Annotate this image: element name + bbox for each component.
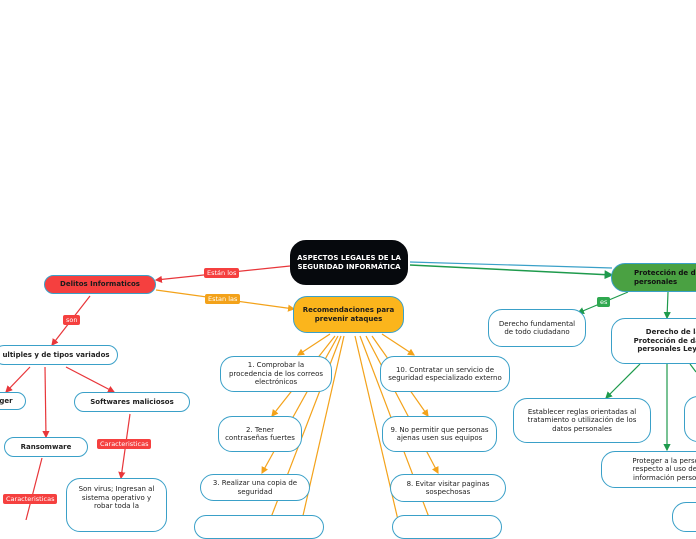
right-partial-node[interactable] bbox=[684, 396, 696, 442]
edge-leyes-right bbox=[689, 363, 696, 373]
ger-text: ger bbox=[0, 396, 13, 405]
recomendaciones-node[interactable]: Recomendaciones para prevenir ataques bbox=[293, 296, 404, 333]
edge-root-proteccion bbox=[409, 264, 614, 280]
derecho-fundamental-text: Derecho fundamental de todo ciudadano bbox=[498, 319, 576, 337]
recomendaciones-title: Recomendaciones para prevenir ataques bbox=[302, 306, 395, 323]
link-label-estan-los: Están los bbox=[204, 268, 240, 278]
proteger-text: Proteger a la persona respecto al uso de… bbox=[632, 456, 696, 482]
ransomware-node[interactable]: Ransomware bbox=[4, 437, 88, 457]
edge-rec-r10 bbox=[381, 333, 416, 356]
proteger-node[interactable]: Proteger a la persona respecto al uso de… bbox=[601, 451, 696, 488]
rec-item-2-text: 2. Tener contraseñas fuertes bbox=[225, 425, 295, 443]
bottom-right-partial-node[interactable] bbox=[672, 502, 696, 532]
ger-node[interactable]: ger bbox=[0, 392, 26, 410]
edge-ransomware-down bbox=[25, 457, 43, 520]
reglas-text: Establecer reglas orientadas al tratamie… bbox=[527, 407, 637, 433]
multiples-text: ultiples y de tipos variados bbox=[2, 350, 110, 359]
rec-item-1-text: 1. Comprobar la procedencia de los corre… bbox=[228, 361, 324, 387]
softwares-text: Softwares maliciosos bbox=[90, 397, 174, 406]
link-label-estan-las: Estan las bbox=[205, 294, 241, 304]
ransomware-text: Ransomware bbox=[20, 442, 72, 451]
edge-multiples-ransomware bbox=[42, 366, 50, 439]
proteccion-title: Protección de datos personales bbox=[634, 269, 696, 286]
rec-item-10[interactable]: 10. Contratar un servicio de seguridad e… bbox=[380, 356, 510, 392]
rec-item-8-text: 8. Evitar visitar paginas sospechosas bbox=[406, 479, 490, 497]
root-node[interactable]: ASPECTOS LEGALES DE LA SEGURIDAD INFORMÁ… bbox=[290, 240, 408, 285]
edge-multiples-softwares bbox=[65, 366, 116, 393]
rec-item-3-text: 3. Realizar una copia de seguridad bbox=[212, 479, 298, 496]
derecho-leyes-text: Derecho de la Protección de datos person… bbox=[633, 328, 696, 354]
rec-item-4-partial[interactable] bbox=[194, 515, 324, 539]
multiples-node[interactable]: ultiples y de tipos variados bbox=[0, 345, 118, 365]
rec-item-8[interactable]: 8. Evitar visitar paginas sospechosas bbox=[390, 474, 506, 502]
link-label-son: son bbox=[63, 315, 81, 325]
edge-root-proteccion-blue bbox=[409, 261, 613, 269]
softwares-maliciosos-node[interactable]: Softwares maliciosos bbox=[74, 392, 190, 412]
caracteristicas-label-2: Caracteristicas bbox=[3, 494, 58, 504]
proteccion-datos-node[interactable]: Protección de datos personales bbox=[611, 263, 696, 292]
edge-rec-r1 bbox=[296, 333, 331, 356]
derecho-fundamental-node[interactable]: Derecho fundamental de todo ciudadano bbox=[488, 309, 586, 347]
derecho-leyes-node[interactable]: Derecho de la Protección de datos person… bbox=[611, 318, 696, 364]
virus-text: Son virus; Ingresan al sistema operativo… bbox=[78, 485, 155, 510]
delitos-informaticos-node[interactable]: Delitos Informaticos bbox=[44, 275, 156, 294]
edge-multiples-ger bbox=[5, 366, 31, 393]
rec-item-1[interactable]: 1. Comprobar la procedencia de los corre… bbox=[220, 356, 332, 392]
link-label-es: es bbox=[597, 297, 611, 307]
virus-node[interactable]: Son virus; Ingresan al sistema operativo… bbox=[66, 478, 167, 532]
rec-item-2[interactable]: 2. Tener contraseñas fuertes bbox=[218, 416, 302, 452]
reglas-node[interactable]: Establecer reglas orientadas al tratamie… bbox=[513, 398, 651, 443]
edge-prot-leyes bbox=[663, 291, 671, 320]
rec-item-7-partial[interactable] bbox=[392, 515, 502, 539]
rec-item-3[interactable]: 3. Realizar una copia de seguridad bbox=[200, 474, 310, 501]
root-title: ASPECTOS LEGALES DE LA SEGURIDAD INFORMÁ… bbox=[297, 254, 401, 271]
delitos-title: Delitos Informaticos bbox=[60, 280, 140, 289]
edge-leyes-reglas bbox=[605, 363, 641, 399]
caracteristicas-label-1: Caracteristicas bbox=[97, 439, 152, 449]
rec-item-9[interactable]: 9. No permitir que personas ajenas usen … bbox=[382, 416, 497, 452]
rec-item-9-text: 9. No permitir que personas ajenas usen … bbox=[390, 425, 489, 443]
rec-item-10-text: 10. Contratar un servicio de seguridad e… bbox=[388, 365, 502, 383]
